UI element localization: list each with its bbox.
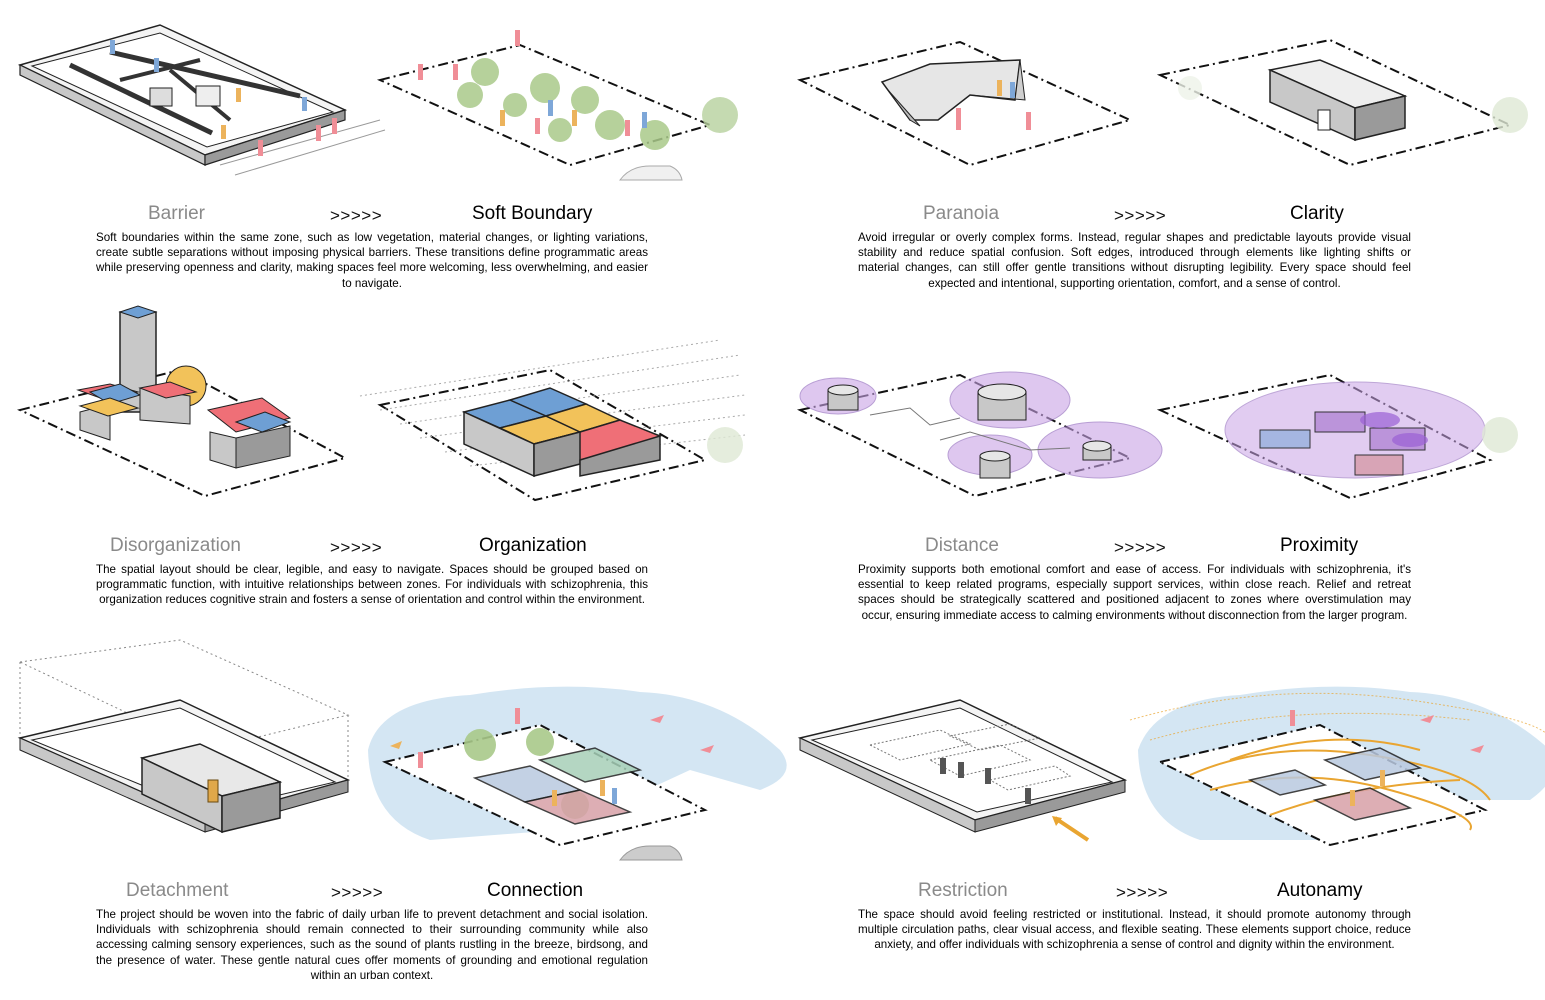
barrier-soft-boundary-diagram [17, 24, 738, 181]
restriction-autonamy-diagram [797, 686, 1545, 847]
label-clarity: Clarity [1290, 203, 1344, 224]
organization-grouped-zones [359, 339, 746, 502]
description-clarity: Avoid irregular or overly complex forms.… [858, 231, 1411, 290]
label-soft-boundary: Soft Boundary [472, 203, 593, 224]
label-organization: Organization [479, 535, 587, 556]
arrow-distance-to-proximity: >>>>> [1114, 538, 1167, 557]
disorganization-scattered-blocks [17, 305, 348, 498]
description-proximity: Proximity supports both emotional comfor… [858, 563, 1411, 622]
restriction-closed-layout [797, 699, 1128, 842]
label-proximity: Proximity [1280, 535, 1359, 556]
arrow-restriction-to-autonamy: >>>>> [1116, 883, 1169, 902]
arrow-paranoia-to-clarity: >>>>> [1114, 206, 1167, 225]
distance-proximity-diagram [796, 371, 1518, 500]
barrier-walled-box [17, 24, 386, 176]
panel-paranoia-clarity: Paranoia >>>>> Clarity Avoid irregular o… [770, 0, 1545, 300]
description-connection: The project should be woven into the fab… [96, 908, 648, 982]
label-restriction: Restriction [918, 880, 1008, 901]
panel-distance-proximity: Distance >>>>> Proximity Proximity suppo… [770, 300, 1545, 640]
label-distance: Distance [925, 535, 999, 556]
barrier-people-icons [110, 40, 337, 156]
autonamy-open-circulation [1129, 686, 1545, 847]
panel-disorganization-organization: Disorganization >>>>> Organization The s… [0, 300, 770, 640]
description-organization: The spatial layout should be clear, legi… [96, 563, 648, 607]
paranoia-clarity-diagram [797, 38, 1528, 167]
panel-barrier-soft-boundary: Barrier >>>>> Soft Boundary Soft boundar… [0, 0, 770, 300]
label-paranoia: Paranoia [923, 203, 1000, 224]
soft-boundary-site [376, 30, 738, 181]
label-autonamy: Autonamy [1277, 880, 1363, 901]
description-soft-boundary: Soft boundaries within the same zone, su… [96, 231, 648, 290]
disorganization-organization-diagram [17, 305, 746, 502]
paranoia-irregular-form [797, 40, 1133, 167]
arrow-detachment-to-connection: >>>>> [331, 883, 384, 902]
label-detachment: Detachment [126, 880, 229, 901]
detachment-isolated-enclosure [17, 639, 351, 834]
connection-urban-nature-site [368, 686, 787, 861]
arrow-disorganization-to-organization: >>>>> [330, 538, 383, 557]
distance-separated-cylinders [796, 371, 1163, 498]
clarity-regular-form [1156, 38, 1528, 167]
label-disorganization: Disorganization [110, 535, 241, 556]
label-barrier: Barrier [148, 203, 206, 224]
panel-detachment-connection: Detachment >>>>> Connection The project … [0, 639, 787, 1000]
panel-restriction-autonamy: Restriction >>>>> Autonamy The space sho… [770, 640, 1545, 1000]
proximity-clustered-zones [1156, 373, 1518, 500]
detachment-connection-diagram [17, 639, 787, 861]
label-connection: Connection [487, 880, 584, 901]
arrow-barrier-to-soft-boundary: >>>>> [330, 206, 383, 225]
description-autonamy: The space should avoid feeling restricte… [858, 908, 1411, 952]
